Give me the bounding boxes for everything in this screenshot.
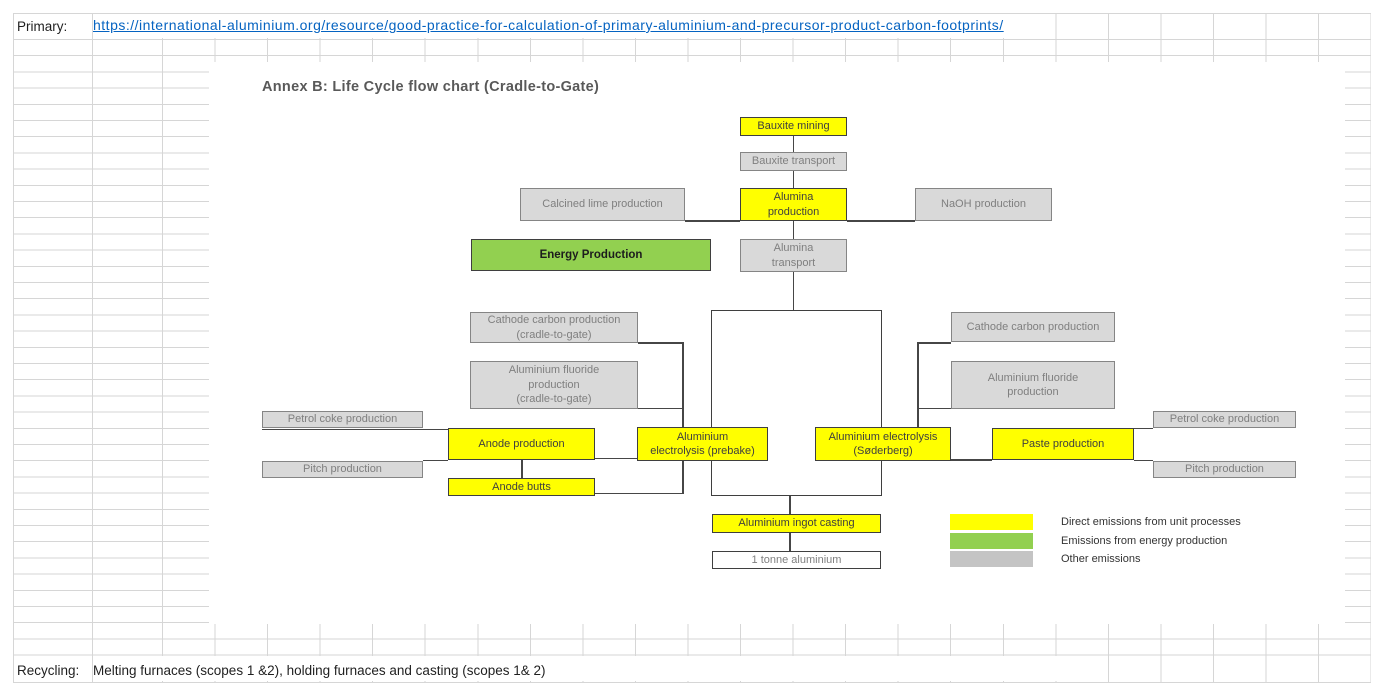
legend-swatch-other_legend (950, 551, 1033, 567)
connector-line (847, 220, 915, 222)
node-aluminium-fluoride-production-left: Aluminium fluoride production (cradle-to… (470, 361, 638, 409)
connector-line (638, 342, 683, 344)
connector-line (792, 171, 794, 188)
connector-line (682, 461, 684, 494)
connector-line (1134, 459, 1153, 461)
node-aluminium-fluoride-production-right: Aluminium fluoride production (951, 361, 1115, 409)
figure-title: Annex B: Life Cycle flow chart (Cradle-t… (262, 79, 600, 95)
node-petrol-coke-production-right: Petrol coke production (1153, 411, 1296, 428)
connector-line (595, 457, 637, 459)
primary-cell-overflow (93, 14, 1043, 38)
node-aluminium-ingot-casting: Aluminium ingot casting (712, 514, 881, 533)
node-aluminium-electrolysis-soderberg: Aluminium electrolysis (Søderberg) (815, 427, 951, 461)
node-pitch-production-right: Pitch production (1153, 461, 1296, 478)
node-one-tonne-aluminium: 1 tonne aluminium (712, 551, 881, 569)
connector-line (682, 342, 684, 428)
connector-line (789, 533, 791, 551)
connector-line (951, 459, 992, 461)
recycling-cell-label: Recycling: (17, 663, 80, 678)
recycling-cell-text: Melting furnaces (scopes 1 &2), holding … (93, 663, 546, 678)
legend-swatch-energy (950, 532, 1033, 549)
node-naoh-production: NaOH production (915, 188, 1052, 221)
spreadsheet-grid[interactable] (13, 13, 1371, 683)
connector-line (423, 459, 448, 461)
node-cathode-carbon-production-right: Cathode carbon production (951, 312, 1115, 342)
node-energy-production: Energy Production (471, 239, 711, 271)
node-cathode-carbon-production-left: Cathode carbon production (cradle-to-gat… (470, 312, 638, 343)
primary-cell-label: Primary: (17, 19, 68, 34)
connector-line (917, 407, 951, 409)
node-anode-butts: Anode butts (448, 478, 595, 496)
node-pitch-production-left: Pitch production (262, 461, 423, 478)
connector-line (638, 407, 683, 409)
connector-line (792, 272, 794, 310)
node-bauxite-mining: Bauxite mining (740, 117, 847, 136)
connector-line (595, 492, 683, 494)
node-paste-production: Paste production (992, 428, 1134, 460)
legend-label: Direct emissions from unit processes (1061, 516, 1241, 528)
primary-hyperlink[interactable]: https://international-aluminium.org/reso… (93, 17, 1004, 33)
connector-line (789, 496, 791, 514)
legend-label: Emissions from energy production (1061, 534, 1228, 547)
connector-line (917, 342, 951, 344)
node-alumina-transport: Alumina transport (740, 239, 847, 272)
legend-swatch-direct (950, 514, 1033, 530)
connector-line (685, 220, 740, 222)
legend-label: Other emissions (1061, 553, 1141, 565)
connector-line (792, 221, 794, 239)
node-calcined-lime-production: Calcined lime production (520, 188, 685, 221)
connector-line (917, 342, 919, 428)
node-anode-production: Anode production (448, 428, 595, 460)
node-bauxite-transport: Bauxite transport (740, 152, 847, 171)
recycling-cell-overflow (93, 656, 1083, 681)
node-alumina-production: Alumina production (740, 188, 847, 221)
connector-line (792, 136, 794, 152)
connector-line (1134, 427, 1153, 429)
grid-column-line-b (92, 13, 93, 682)
connector-line (262, 428, 448, 430)
node-process-frame (711, 310, 882, 496)
node-aluminium-electrolysis-prebake: Aluminium electrolysis (prebake) (637, 427, 768, 461)
node-petrol-coke-production-left: Petrol coke production (262, 411, 423, 428)
connector-line (521, 460, 523, 478)
